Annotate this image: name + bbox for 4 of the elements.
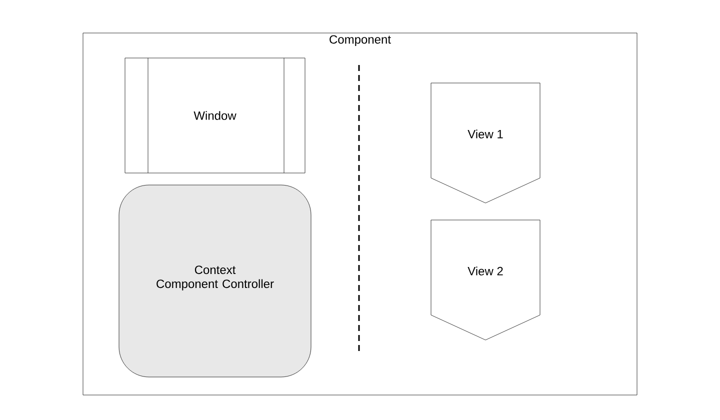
view-pentagon: View 1 [430, 82, 540, 204]
view-pentagon: View 2 [430, 220, 540, 340]
controller-box: Context Component Controller [118, 184, 312, 378]
window-box: Window [124, 58, 306, 174]
